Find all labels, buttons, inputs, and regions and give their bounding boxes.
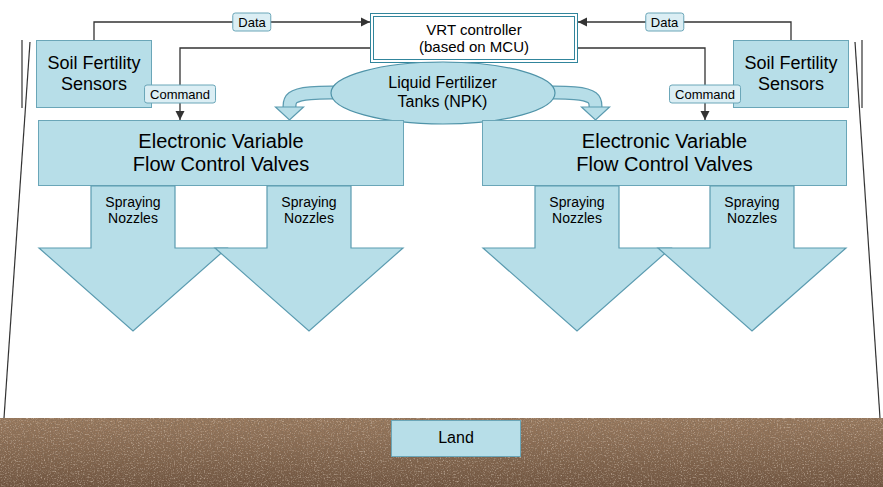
- connector: [550, 93, 610, 121]
- edge-label: Data: [645, 13, 684, 32]
- sensor-bracket: [21, 40, 22, 108]
- controller-box: VRT controller (based on MCU): [370, 13, 578, 63]
- connector: [276, 93, 336, 121]
- tank-ellipse: Liquid Fertilizer Tanks (NPK): [330, 61, 556, 125]
- soil-photo: [0, 418, 883, 487]
- flow-arrow-outline: [290, 93, 336, 109]
- node-label: Electronic Variable Flow Control Valves: [569, 130, 761, 176]
- text-wrap: VRT controller (based on MCU): [412, 21, 537, 56]
- node-label: Spraying Nozzles: [95, 194, 171, 226]
- text-wrap: Spraying Nozzles: [95, 194, 171, 226]
- arrow-shape: [658, 186, 846, 331]
- node-label: Spraying Nozzles: [539, 194, 615, 226]
- flow-arrow-body: [550, 93, 596, 109]
- text-wrap: Land: [438, 429, 474, 447]
- flow-arrow-head: [276, 107, 304, 120]
- sensor-range-line: [4, 42, 30, 418]
- ellipse-shape: [331, 62, 555, 124]
- land-box: Land: [391, 420, 521, 457]
- nozzle-arrow: Spraying Nozzles: [38, 186, 228, 332]
- arrow-shape: [215, 186, 403, 331]
- sensor-box: Soil Fertility Sensors: [733, 40, 849, 108]
- node-label: Land: [438, 429, 474, 447]
- sensor-box: Soil Fertility Sensors: [36, 40, 152, 108]
- signal-line: [578, 22, 791, 40]
- valve-box: Electronic Variable Flow Control Valves: [482, 120, 847, 186]
- node-label: Spraying Nozzles: [714, 194, 790, 226]
- nozzle-arrow: Spraying Nozzles: [482, 186, 672, 332]
- node-label: Liquid Fertilizer Tanks (NPK): [373, 74, 513, 111]
- node-label: Soil Fertility Sensors: [741, 53, 841, 94]
- flow-arrow-head: [582, 107, 610, 120]
- text-wrap: Spraying Nozzles: [539, 194, 615, 226]
- node-label: Spraying Nozzles: [271, 194, 347, 226]
- nozzle-arrow: Spraying Nozzles: [657, 186, 847, 332]
- sensor-bracket: [861, 40, 862, 108]
- arrow-shape: [39, 186, 227, 331]
- text-wrap: Liquid Fertilizer Tanks (NPK): [373, 74, 513, 111]
- flow-arrow-body: [290, 93, 336, 109]
- edge-label: Command: [144, 85, 216, 104]
- soil-texture: [0, 418, 883, 487]
- connector: [578, 22, 791, 40]
- edge-label: Data: [232, 13, 271, 32]
- text-wrap: Electronic Variable Flow Control Valves: [569, 130, 761, 176]
- arrow-shape: [483, 186, 671, 331]
- valve-box: Electronic Variable Flow Control Valves: [38, 120, 404, 186]
- node-label: Soil Fertility Sensors: [44, 53, 144, 94]
- node-label: Electronic Variable Flow Control Valves: [125, 130, 317, 176]
- text-wrap: Soil Fertility Sensors: [741, 53, 841, 94]
- node-label: VRT controller (based on MCU): [412, 21, 537, 56]
- nozzle-arrow: Spraying Nozzles: [214, 186, 404, 332]
- text-wrap: Soil Fertility Sensors: [44, 53, 144, 94]
- sensor-range-line: [855, 42, 880, 418]
- flow-arrow-outline: [550, 93, 596, 109]
- text-wrap: Spraying Nozzles: [714, 194, 790, 226]
- text-wrap: Spraying Nozzles: [271, 194, 347, 226]
- text-wrap: Electronic Variable Flow Control Valves: [125, 130, 317, 176]
- edge-label: Command: [669, 85, 741, 104]
- soil-texture: [0, 418, 883, 487]
